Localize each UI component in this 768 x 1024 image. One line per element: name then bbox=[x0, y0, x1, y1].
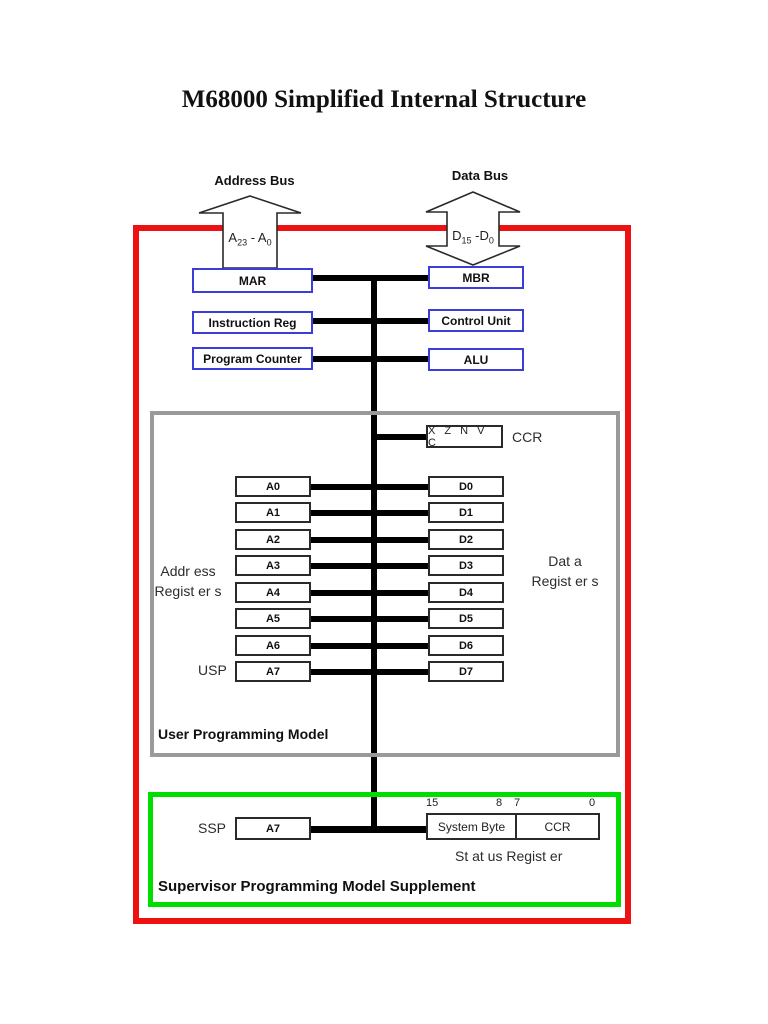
reg-row-connector bbox=[311, 616, 428, 622]
address-bus-label: Address Bus bbox=[214, 173, 295, 188]
ssp-a7-register: A7 bbox=[235, 817, 311, 840]
status-bit-0: 0 bbox=[589, 797, 596, 809]
supervisor-model-label: Supervisor Programming Model Supplement bbox=[158, 878, 476, 895]
reg-row-connector bbox=[311, 643, 428, 649]
reg-row-connector bbox=[311, 669, 428, 675]
status-system-byte-cell: System Byte bbox=[437, 819, 506, 834]
user-programming-model-frame bbox=[150, 411, 620, 757]
user-programming-model-label: User Programming Model bbox=[158, 726, 329, 742]
data-register-d4: D4 bbox=[428, 582, 504, 603]
address-bus-range-label: A23 - A0 bbox=[228, 230, 272, 248]
address-registers-label: Addr ess Regist er s bbox=[154, 563, 222, 599]
alu-block: ALU bbox=[428, 348, 524, 371]
data-register-d6: D6 bbox=[428, 635, 504, 656]
mar-mbr-connector bbox=[313, 275, 428, 281]
mar-block: MAR bbox=[192, 268, 313, 293]
status-bit-8: 8 bbox=[496, 797, 503, 809]
data-register-d0: D0 bbox=[428, 476, 504, 497]
address-register-a6: A6 bbox=[235, 635, 311, 656]
internal-bus-line bbox=[371, 275, 377, 833]
page-title: M68000 Simplified Internal Structure bbox=[181, 86, 587, 113]
reg-row-connector bbox=[311, 484, 428, 490]
reg-row-connector bbox=[311, 590, 428, 596]
status-register-box: System Byte CCR bbox=[426, 813, 600, 840]
program-counter-block: Program Counter bbox=[192, 347, 313, 370]
data-register-d2: D2 bbox=[428, 529, 504, 550]
status-bit-7: 7 bbox=[514, 797, 521, 809]
address-register-a0: A0 bbox=[235, 476, 311, 497]
status-bit-15: 15 bbox=[426, 797, 439, 809]
address-register-a3: A3 bbox=[235, 555, 311, 576]
mbr-block: MBR bbox=[428, 266, 524, 289]
status-ccr-cell: CCR bbox=[515, 815, 598, 838]
ccr-connector bbox=[377, 434, 426, 440]
ccr-label: CCR bbox=[512, 429, 543, 445]
ssp-label: SSP bbox=[198, 820, 227, 836]
reg-row-connector bbox=[311, 563, 428, 569]
address-register-a5: A5 bbox=[235, 608, 311, 629]
cpu-boundary-frame bbox=[133, 225, 631, 924]
address-register-a1: A1 bbox=[235, 502, 311, 523]
address-register-a2: A2 bbox=[235, 529, 311, 550]
ccr-flags-box: X Z N V C bbox=[426, 425, 503, 449]
supervisor-model-frame bbox=[148, 792, 621, 907]
data-register-d7: D7 bbox=[428, 661, 504, 682]
reg-row-connector bbox=[311, 537, 428, 543]
data-registers-label: Dat a Regist er s bbox=[531, 553, 599, 589]
data-register-d1: D1 bbox=[428, 502, 504, 523]
usp-label: USP bbox=[198, 662, 227, 678]
data-register-d5: D5 bbox=[428, 608, 504, 629]
status-register-label: St at us Regist er bbox=[455, 848, 563, 864]
instruction-reg-block: Instruction Reg bbox=[192, 311, 313, 334]
data-register-d3: D3 bbox=[428, 555, 504, 576]
pc-alu-connector bbox=[313, 356, 428, 362]
ssp-status-connector bbox=[311, 826, 426, 833]
control-unit-block: Control Unit bbox=[428, 309, 524, 332]
address-register-a4: A4 bbox=[235, 582, 311, 603]
data-bus-arrow-bidirectional-icon bbox=[425, 191, 521, 266]
data-bus-label: Data Bus bbox=[451, 168, 509, 183]
reg-row-connector bbox=[311, 510, 428, 516]
bus-arrows bbox=[198, 191, 521, 269]
data-bus-range-label: D15 -D0 bbox=[452, 228, 494, 246]
address-register-a7: A7 bbox=[235, 661, 311, 682]
ir-cu-connector bbox=[313, 318, 428, 324]
